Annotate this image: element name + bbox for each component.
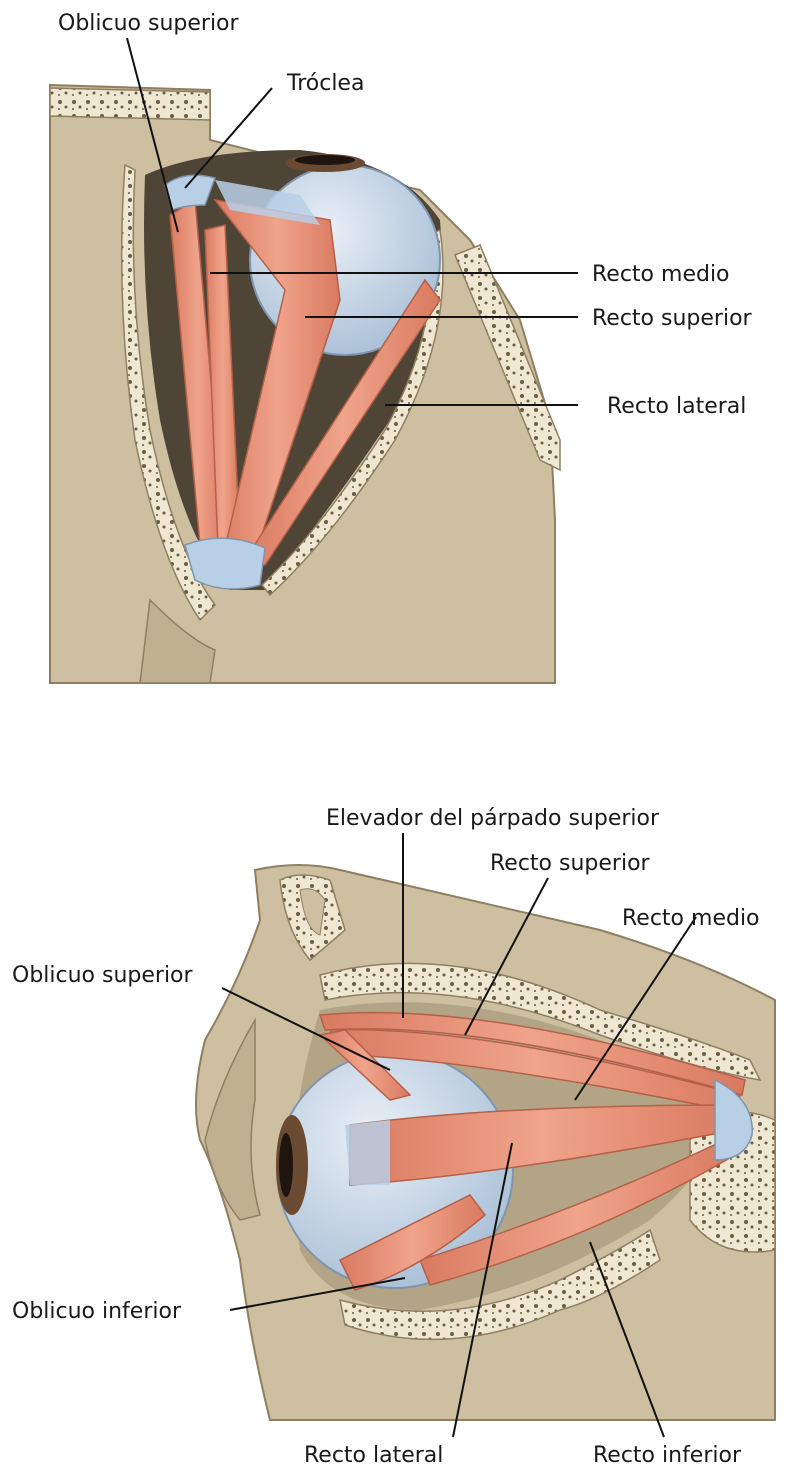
label-top-recto-lateral: Recto lateral xyxy=(607,394,746,419)
label-top-troclea: Tróclea xyxy=(286,71,364,96)
label-side-oblicuo-inferior: Oblicuo inferior xyxy=(12,1299,182,1324)
top-tendon-ring xyxy=(185,538,265,589)
label-side-oblicuo-superior: Oblicuo superior xyxy=(12,963,194,988)
label-side-recto-medio: Recto medio xyxy=(622,906,760,931)
label-side-recto-superior: Recto superior xyxy=(490,851,651,876)
label-top-recto-superior: Recto superior xyxy=(592,306,753,331)
top-marrow-strip xyxy=(50,88,210,120)
top-view-illustration xyxy=(50,85,560,683)
side-view-illustration xyxy=(196,865,775,1420)
label-top-recto-medio: Recto medio xyxy=(592,262,730,287)
label-top-oblicuo-superior: Oblicuo superior xyxy=(58,11,240,36)
label-side-recto-inferior: Recto inferior xyxy=(593,1443,742,1468)
side-tendon-insertion xyxy=(345,1120,390,1185)
label-side-recto-lateral: Recto lateral xyxy=(304,1443,443,1468)
label-side-elevador: Elevador del párpado superior xyxy=(326,806,660,831)
